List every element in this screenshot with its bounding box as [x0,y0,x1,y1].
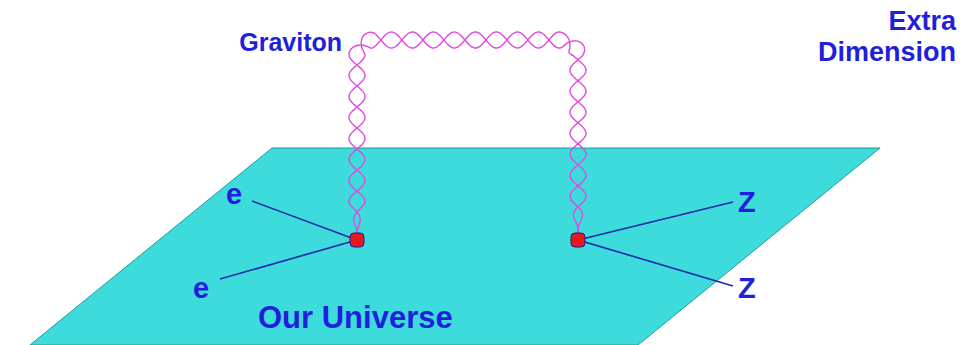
plane-label: Our Universe [258,300,453,336]
universe-plane: Our Universe [30,148,880,345]
dimension-label: Extra Dimension [790,6,956,68]
plane-fill [30,148,880,345]
plane-shape [30,148,880,345]
graviton-label: Graviton [239,28,342,57]
particle-label: Z [738,272,756,305]
particle-label: e [226,178,242,211]
particle-label: Z [738,186,756,219]
particle-label: e [193,272,209,305]
